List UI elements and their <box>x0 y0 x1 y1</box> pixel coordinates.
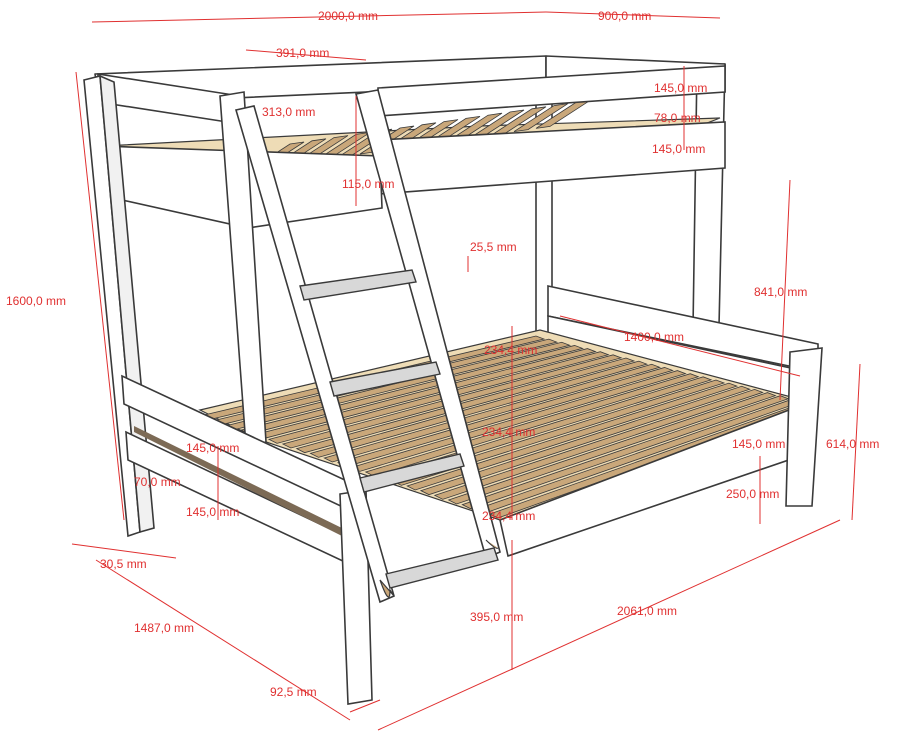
dimension-label-step-spacing-1: 234,4 mm <box>484 343 537 357</box>
dimension-label-guard-bottom-rail: 145,0 mm <box>652 142 705 156</box>
dimension-label-front-rail-bottom: 145,0 mm <box>186 505 239 519</box>
ladder-step <box>385 547 499 589</box>
dimension-label-guard-top-rail: 145,0 mm <box>654 81 707 95</box>
dimension-label-ladder-offset: 313,0 mm <box>262 105 315 119</box>
bottom-slat <box>267 351 610 444</box>
dimension-line <box>559 315 801 377</box>
top-right-post <box>692 63 726 329</box>
dimension-line <box>95 559 351 721</box>
dimension-label-step-spacing-3: 234,4 mm <box>482 509 535 523</box>
dimension-label-step-depth: 25,5 mm <box>470 240 517 254</box>
dimension-lines <box>71 11 861 731</box>
bottom-slat <box>406 382 739 491</box>
middle-post <box>219 91 267 447</box>
ladder-foot <box>379 539 499 598</box>
bottom-slat <box>433 389 764 500</box>
dimension-label-ladder-base-height: 395,0 mm <box>470 610 523 624</box>
ladder-step <box>359 453 465 493</box>
bottom-slat <box>309 360 649 458</box>
dimension-line <box>779 179 791 401</box>
ladder-step <box>329 361 441 397</box>
bottom-slat <box>447 392 777 505</box>
dimension-line <box>545 11 721 19</box>
bottom-slat <box>419 385 751 496</box>
dimension-line <box>91 11 547 23</box>
dimension-label-post-width: 30,5 mm <box>100 557 147 571</box>
dimension-label-bottom-length: 2061,0 mm <box>617 604 677 618</box>
dimension-label-front-rail-top: 145,0 mm <box>186 441 239 455</box>
dimension-label-total-height: 1600,0 mm <box>6 294 66 308</box>
dimension-label-bottom-height: 614,0 mm <box>826 437 879 451</box>
bottom-slat <box>295 357 636 454</box>
dimension-label-post-depth: 92,5 mm <box>270 685 317 699</box>
dimension-label-clearance: 841,0 mm <box>754 285 807 299</box>
dimension-line <box>851 363 861 521</box>
ladder-step <box>299 269 417 301</box>
dimension-label-ladder-width: 115,0 mm <box>342 177 394 191</box>
dimension-label-guard-gap: 78,0 mm <box>654 111 701 125</box>
dimension-label-bottom-width: 1487,0 mm <box>134 621 194 635</box>
bottom-left-plywood-edge <box>134 426 350 540</box>
dimension-label-ladder-spacing: 391,0 mm <box>276 46 329 60</box>
dimension-line <box>349 699 381 713</box>
dimension-label-front-rail-gap: 70,0 mm <box>134 475 181 489</box>
dimension-labels: 2000,0 mm 900,0 mm 391,0 mm 313,0 mm 145,0 m… <box>6 9 879 699</box>
dimension-label-step-spacing-2: 234,4 mm <box>482 425 535 439</box>
bottom-slat <box>323 363 661 463</box>
dimension-line <box>71 543 177 559</box>
ladder <box>234 89 501 604</box>
ladder-right-rail <box>354 89 501 560</box>
dimension-label-leg-height: 250,0 mm <box>726 487 779 501</box>
dimension-label-bottom-inner-length: 1400,0 mm <box>624 330 684 344</box>
dimension-label-top-length: 2000,0 mm <box>318 9 378 23</box>
dimension-line <box>75 71 125 521</box>
dimension-label-side-rail: 145,0 mm <box>732 437 785 451</box>
dimension-line <box>377 519 841 731</box>
dimension-label-top-width: 900,0 mm <box>598 9 651 23</box>
dimension-line <box>245 49 367 61</box>
ladder-steps <box>299 269 499 598</box>
bottom-right-leg <box>785 347 823 507</box>
